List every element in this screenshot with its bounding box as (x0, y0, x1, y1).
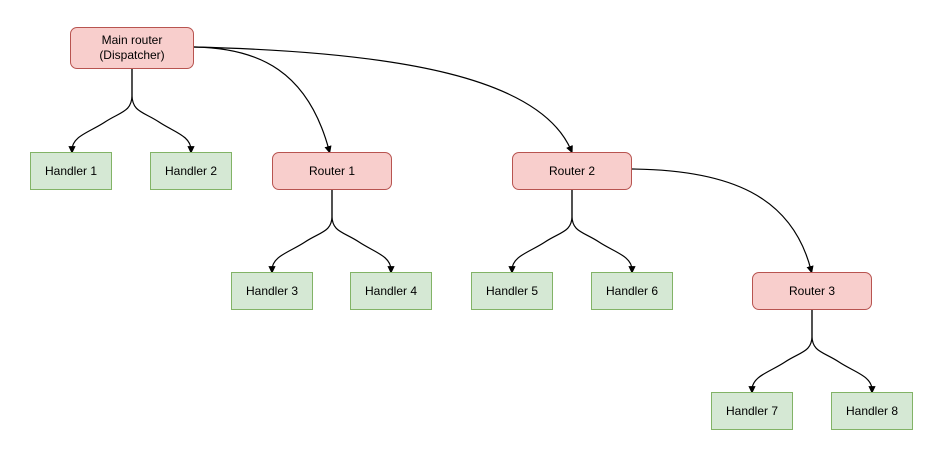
node-router-2[interactable]: Router 2 (512, 152, 632, 190)
edge-router-1-to-handler-3 (268, 189, 333, 274)
node-label-handler-6: Handler 6 (605, 283, 659, 298)
edge-router-2-to-handler-5 (508, 189, 573, 274)
node-handler-1[interactable]: Handler 1 (30, 152, 112, 190)
edge-main-to-handler-1 (68, 68, 133, 154)
node-handler-6[interactable]: Handler 6 (591, 272, 673, 310)
node-label-handler-5: Handler 5 (485, 283, 539, 298)
node-label-handler-2: Handler 2 (164, 163, 218, 178)
node-handler-8[interactable]: Handler 8 (831, 392, 913, 430)
node-label-router-3: Router 3 (788, 283, 836, 298)
node-router-1[interactable]: Router 1 (272, 152, 392, 190)
edge-router-2-to-router-3 (631, 168, 814, 274)
node-handler-5[interactable]: Handler 5 (471, 272, 553, 310)
node-label-handler-4: Handler 4 (364, 283, 418, 298)
node-main-router[interactable]: Main router (Dispatcher) (70, 27, 194, 69)
edge-router-1-to-handler-4 (331, 189, 395, 274)
edge-main-to-handler-2 (131, 68, 195, 154)
node-label-router-2: Router 2 (548, 163, 596, 178)
edge-router-3-to-handler-8 (811, 309, 876, 394)
edge-router-2-to-handler-6 (571, 189, 636, 274)
node-router-3[interactable]: Router 3 (752, 272, 872, 310)
node-handler-2[interactable]: Handler 2 (150, 152, 232, 190)
edge-router-3-to-handler-7 (748, 309, 813, 394)
edge-main-to-router-1 (193, 46, 332, 154)
node-handler-3[interactable]: Handler 3 (231, 272, 313, 310)
node-handler-4[interactable]: Handler 4 (350, 272, 432, 310)
node-label-main-router: Main router (Dispatcher) (99, 33, 165, 62)
edge-group (68, 46, 876, 394)
edge-main-to-router-2 (193, 46, 573, 154)
node-label-router-1: Router 1 (308, 163, 356, 178)
node-label-handler-8: Handler 8 (845, 403, 899, 418)
node-handler-7[interactable]: Handler 7 (711, 392, 793, 430)
node-label-handler-1: Handler 1 (44, 163, 98, 178)
node-label-handler-7: Handler 7 (725, 403, 779, 418)
node-label-handler-3: Handler 3 (245, 283, 299, 298)
